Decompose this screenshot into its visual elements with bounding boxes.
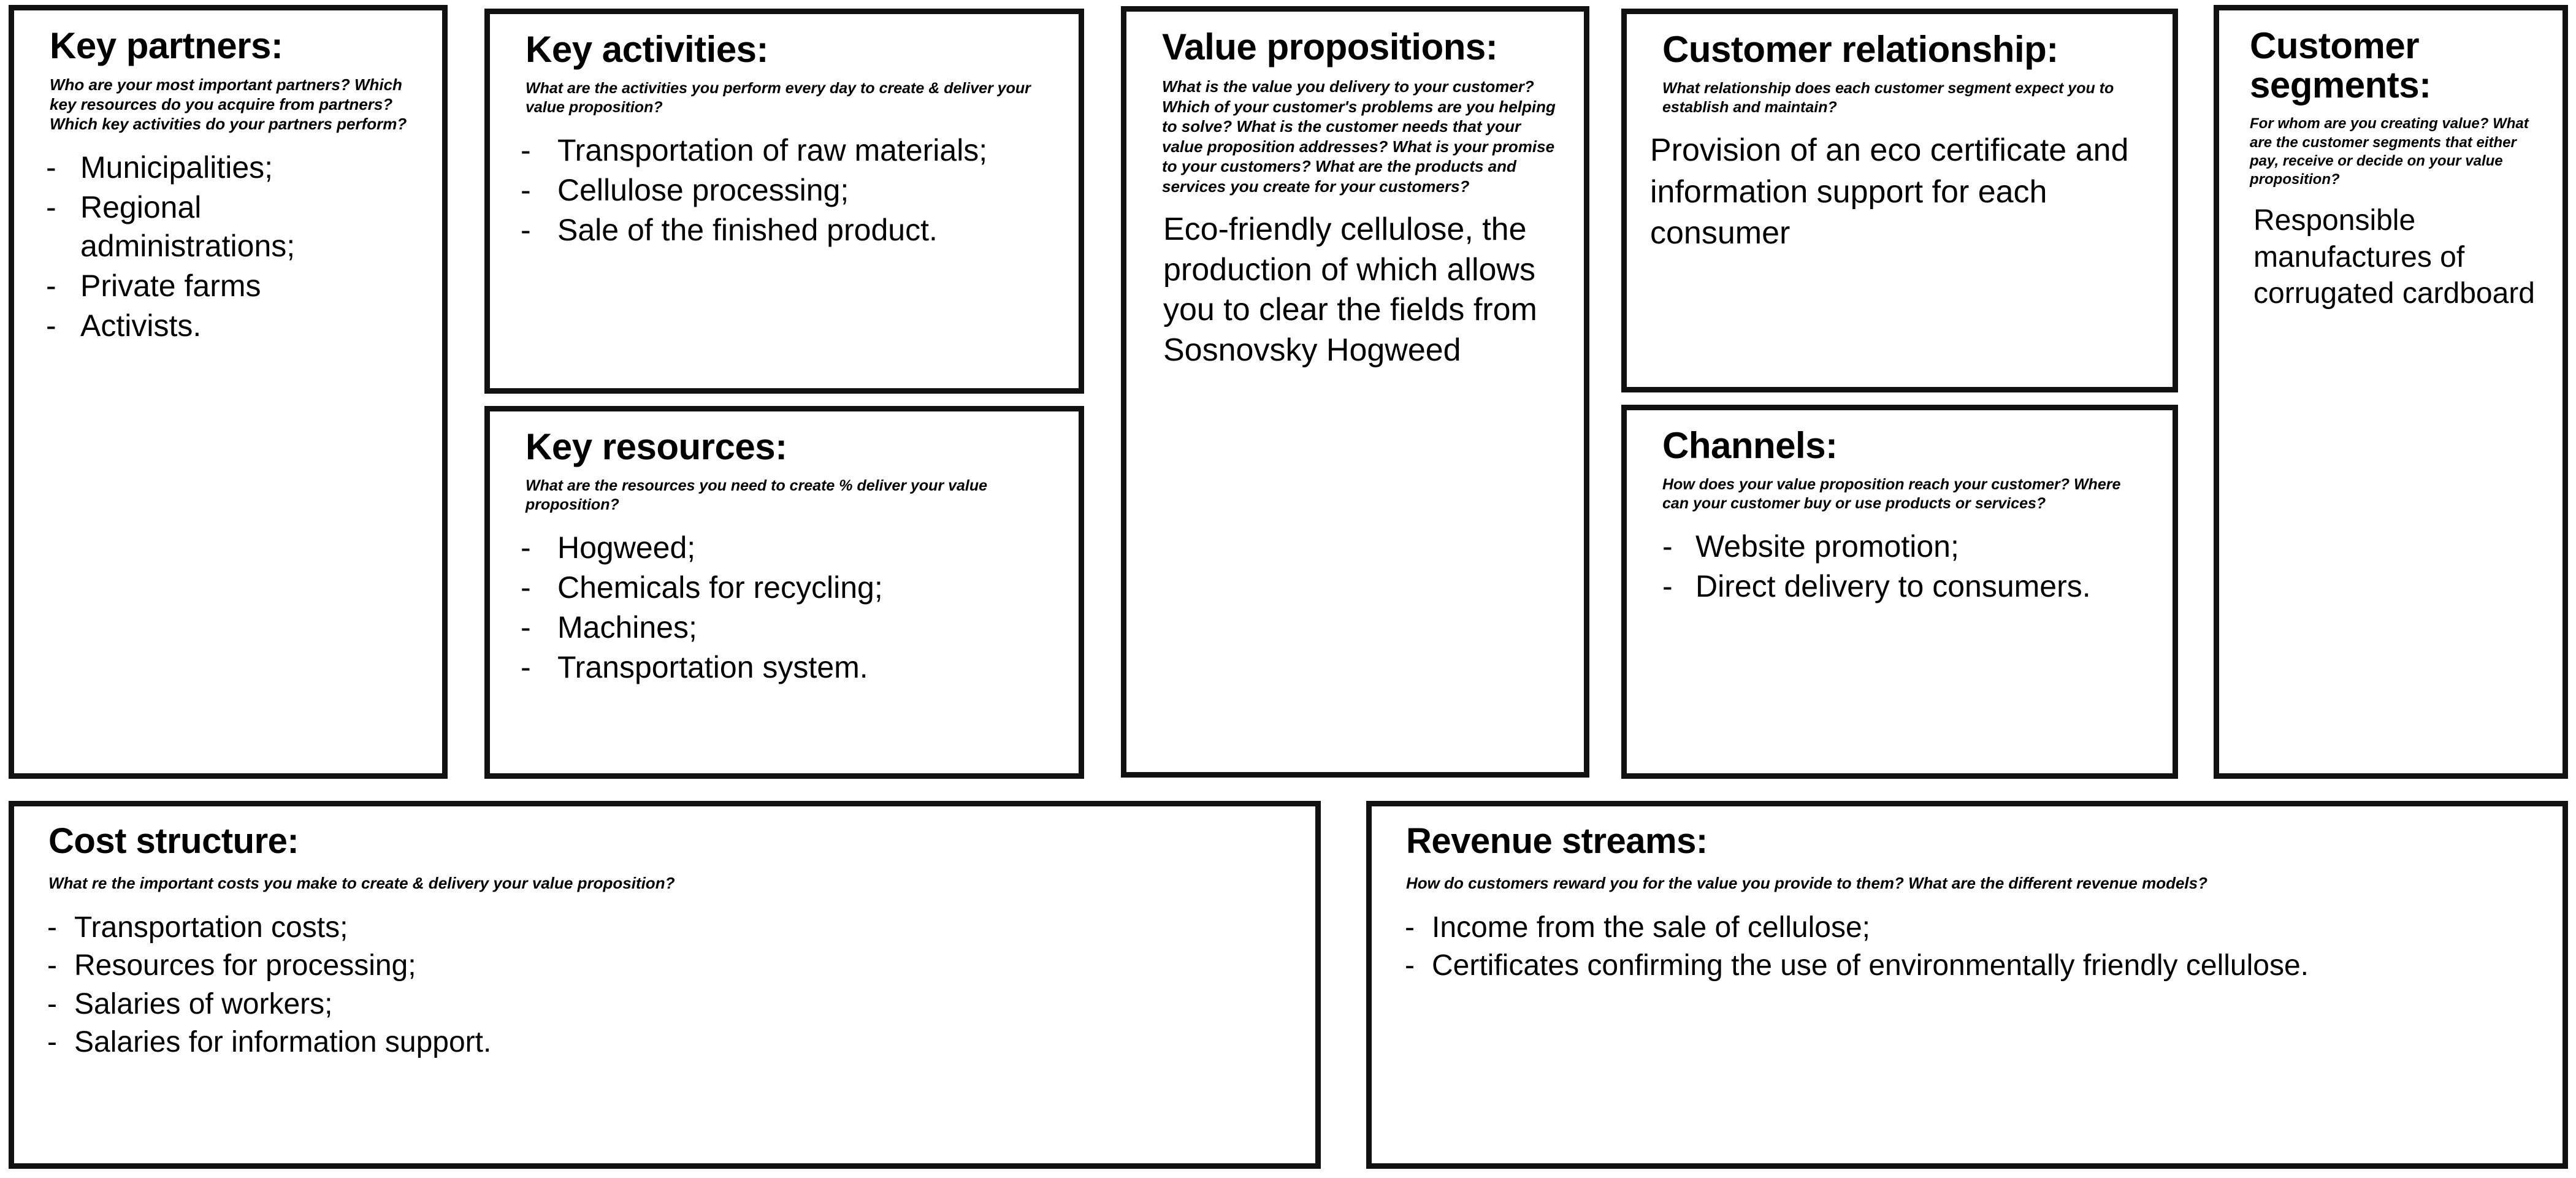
bullet-dash: -: [1405, 911, 1415, 944]
block-key-resources: Key resources: What are the resources yo…: [484, 406, 1084, 779]
bullet-dash: -: [521, 610, 531, 645]
bullet-dash: -: [47, 911, 57, 944]
block-customer-relationship: Customer relationship: What relationship…: [1621, 9, 2178, 392]
block-key-activities: Key activities: What are the activities …: [484, 9, 1084, 394]
revenue-streams-prompt: How do customers reward you for the valu…: [1406, 874, 2207, 893]
list-item-label: Hogweed;: [557, 530, 696, 565]
list-item: - Municipalities;: [32, 148, 424, 187]
key-activities-list: - Transportation of raw materials; - Cel…: [508, 131, 1060, 250]
list-item: - Chemicals for recycling;: [508, 568, 1060, 607]
list-item-label: Sale of the finished product.: [557, 213, 938, 248]
list-item: - Website promotion;: [1645, 527, 2154, 566]
bullet-dash: -: [521, 570, 531, 605]
bullet-dash: -: [1662, 529, 1673, 564]
customer-segments-title: Customer segments:: [2250, 25, 2431, 106]
key-resources-prompt: What are the resources you need to creat…: [526, 477, 988, 513]
list-item-label: Income from the sale of cellulose;: [1432, 911, 1871, 944]
bullet-dash: -: [521, 213, 531, 248]
list-item-label: Resources for processing;: [74, 949, 416, 982]
key-partners-prompt: Who are your most important partners? Wh…: [50, 75, 407, 133]
list-item-label: Salaries for information support.: [74, 1026, 492, 1059]
value-propositions-prompt: What is the value you delivery to your c…: [1162, 77, 1556, 196]
bullet-dash: -: [47, 949, 57, 982]
bullet-dash: -: [521, 173, 531, 208]
revenue-streams-list: - Income from the sale of cellulose; - C…: [1390, 909, 2544, 985]
list-item-label: Transportation system.: [557, 650, 868, 685]
list-item: - Transportation costs;: [32, 909, 1297, 946]
cost-structure-prompt: What re the important costs you make to …: [48, 874, 675, 893]
bullet-dash: -: [46, 150, 56, 185]
block-key-partners: Key partners: Who are your most importan…: [9, 5, 448, 779]
list-item-label: Municipalities;: [80, 150, 273, 185]
block-customer-segments: Customer segments: For whom are you crea…: [2214, 5, 2568, 779]
list-item: - Activists.: [32, 307, 424, 345]
bullet-dash: -: [521, 530, 531, 565]
bullet-dash: -: [1662, 569, 1673, 604]
channels-title: Channels:: [1662, 425, 1838, 466]
block-channels: Channels: How does your value propositio…: [1621, 405, 2178, 779]
channels-prompt: How does your value proposition reach yo…: [1662, 476, 2121, 512]
list-item-label: Transportation of raw materials;: [557, 133, 988, 168]
list-item: - Transportation system.: [508, 648, 1060, 687]
bullet-dash: -: [521, 133, 531, 168]
list-item-label: Machines;: [557, 610, 697, 645]
block-value-propositions: Value propositions: What is the value yo…: [1121, 6, 1589, 778]
list-item-label: Website promotion;: [1695, 529, 1959, 564]
list-item-label: Private farms: [80, 269, 261, 304]
block-cost-structure: Cost structure: What re the important co…: [9, 801, 1321, 1169]
customer-relationship-prompt: What relationship does each customer seg…: [1662, 80, 2114, 116]
bullet-dash: -: [46, 308, 56, 343]
key-resources-title: Key resources:: [526, 426, 787, 467]
list-item-label: Direct delivery to consumers.: [1695, 569, 2091, 604]
list-item: - Salaries of workers;: [32, 986, 1297, 1023]
list-item: - Sale of the finished product.: [508, 211, 1060, 250]
key-partners-title: Key partners:: [50, 25, 283, 66]
key-activities-title: Key activities:: [526, 29, 769, 70]
value-propositions-body: Eco-friendly cellulose, the production o…: [1163, 212, 1537, 368]
value-propositions-title: Value propositions:: [1162, 26, 1498, 67]
revenue-streams-title: Revenue streams:: [1406, 821, 1708, 861]
list-item: - Hogweed;: [508, 529, 1060, 567]
list-item-label: Cellulose processing;: [557, 173, 849, 208]
list-item-label: Transportation costs;: [74, 911, 348, 944]
list-item: - Income from the sale of cellulose;: [1390, 909, 2544, 946]
key-partners-list: - Municipalities; - Regional administrat…: [32, 148, 424, 345]
list-item: - Private farms: [32, 267, 424, 305]
list-item-label: Chemicals for recycling;: [557, 570, 883, 605]
bullet-dash: -: [46, 269, 56, 304]
list-item: - Certificates confirming the use of env…: [1390, 947, 2544, 984]
bullet-dash: -: [46, 190, 56, 225]
customer-relationship-body: Provision of an eco certificate and info…: [1650, 132, 2129, 251]
block-revenue-streams: Revenue streams: How do customers reward…: [1366, 801, 2568, 1169]
bullet-dash: -: [47, 1026, 57, 1059]
list-item: - Cellulose processing;: [508, 171, 1060, 210]
cost-structure-title: Cost structure:: [48, 821, 299, 861]
customer-segments-body: Responsible manufactures of corrugated c…: [2253, 204, 2535, 310]
list-item-label: Certificates confirming the use of envir…: [1432, 949, 2309, 982]
list-item-label: Regional administrations;: [80, 190, 296, 264]
channels-list: - Website promotion; - Direct delivery t…: [1645, 527, 2154, 606]
list-item: - Transportation of raw materials;: [508, 131, 1060, 170]
customer-segments-prompt: For whom are you creating value? What ar…: [2250, 115, 2529, 188]
key-activities-prompt: What are the activities you perform ever…: [526, 80, 1031, 116]
cost-structure-list: - Transportation costs; - Resources for …: [32, 909, 1297, 1061]
list-item: - Resources for processing;: [32, 947, 1297, 984]
list-item: - Regional administrations;: [32, 188, 424, 266]
list-item: - Salaries for information support.: [32, 1024, 1297, 1061]
list-item-label: Salaries of workers;: [74, 987, 333, 1020]
bullet-dash: -: [521, 650, 531, 685]
list-item: - Machines;: [508, 608, 1060, 647]
list-item-label: Activists.: [80, 308, 202, 343]
bullet-dash: -: [1405, 949, 1415, 982]
customer-relationship-title: Customer relationship:: [1662, 29, 2058, 70]
list-item: - Direct delivery to consumers.: [1645, 567, 2154, 606]
bullet-dash: -: [47, 987, 57, 1020]
key-resources-list: - Hogweed; - Chemicals for recycling; - …: [508, 529, 1060, 687]
